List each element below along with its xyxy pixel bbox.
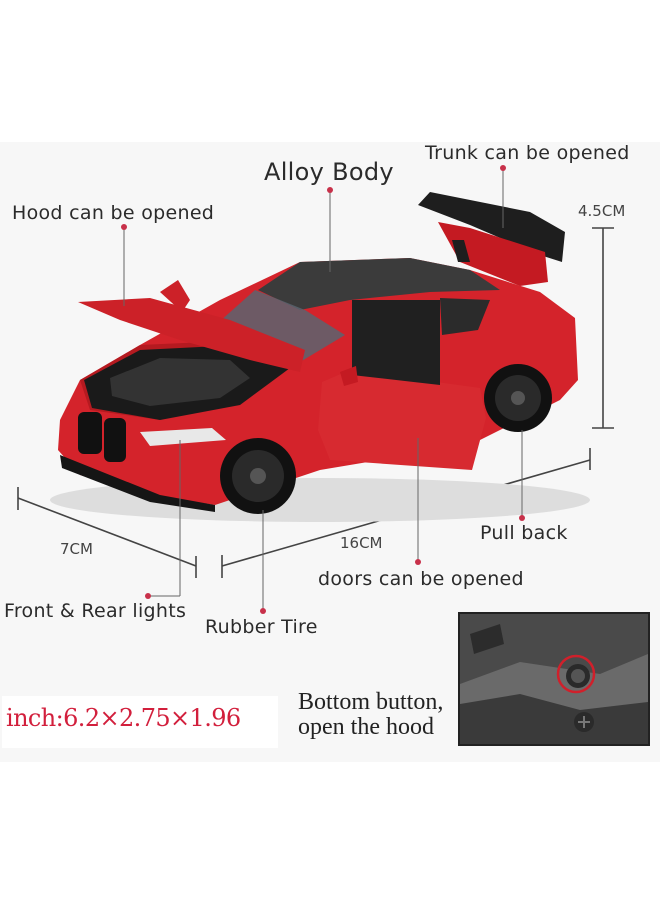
underside-illustration <box>460 614 648 744</box>
bottom-button-line2: open the hood <box>298 714 434 740</box>
pull-back-label: Pull back <box>480 522 568 544</box>
inch-dimensions-text: inch:6.2×2.75×1.96 <box>6 704 241 732</box>
doors-label: doors can be opened <box>318 568 524 590</box>
trunk-label: Trunk can be opened <box>425 142 630 164</box>
alloy-body-label: Alloy Body <box>264 158 394 186</box>
bottom-button-inset-photo <box>458 612 650 746</box>
height-dimension-label: 4.5CM <box>578 202 626 220</box>
bottom-button-line1: Bottom button, <box>298 689 444 715</box>
car-body <box>58 258 578 514</box>
tire-pin <box>260 608 266 614</box>
trunk-pin <box>500 165 506 171</box>
length-dimension-label: 16CM <box>340 534 383 552</box>
lights-label: Front & Rear lights <box>4 600 187 622</box>
tire-label: Rubber Tire <box>205 616 318 638</box>
bottom-button-caption: Bottom button, open the hood <box>298 690 468 740</box>
hood-label: Hood can be opened <box>12 202 215 224</box>
leader-lines <box>123 168 523 612</box>
alloy-pin <box>327 187 333 193</box>
pullback-pin <box>519 515 525 521</box>
rear-spoiler <box>418 192 565 286</box>
inch-dimensions-box <box>2 696 278 748</box>
width-dimension-label: 7CM <box>60 540 93 558</box>
doors-pin <box>415 559 421 565</box>
hood-pin <box>121 224 127 230</box>
width-dimension-line <box>17 497 197 567</box>
lights-pin <box>145 593 151 599</box>
